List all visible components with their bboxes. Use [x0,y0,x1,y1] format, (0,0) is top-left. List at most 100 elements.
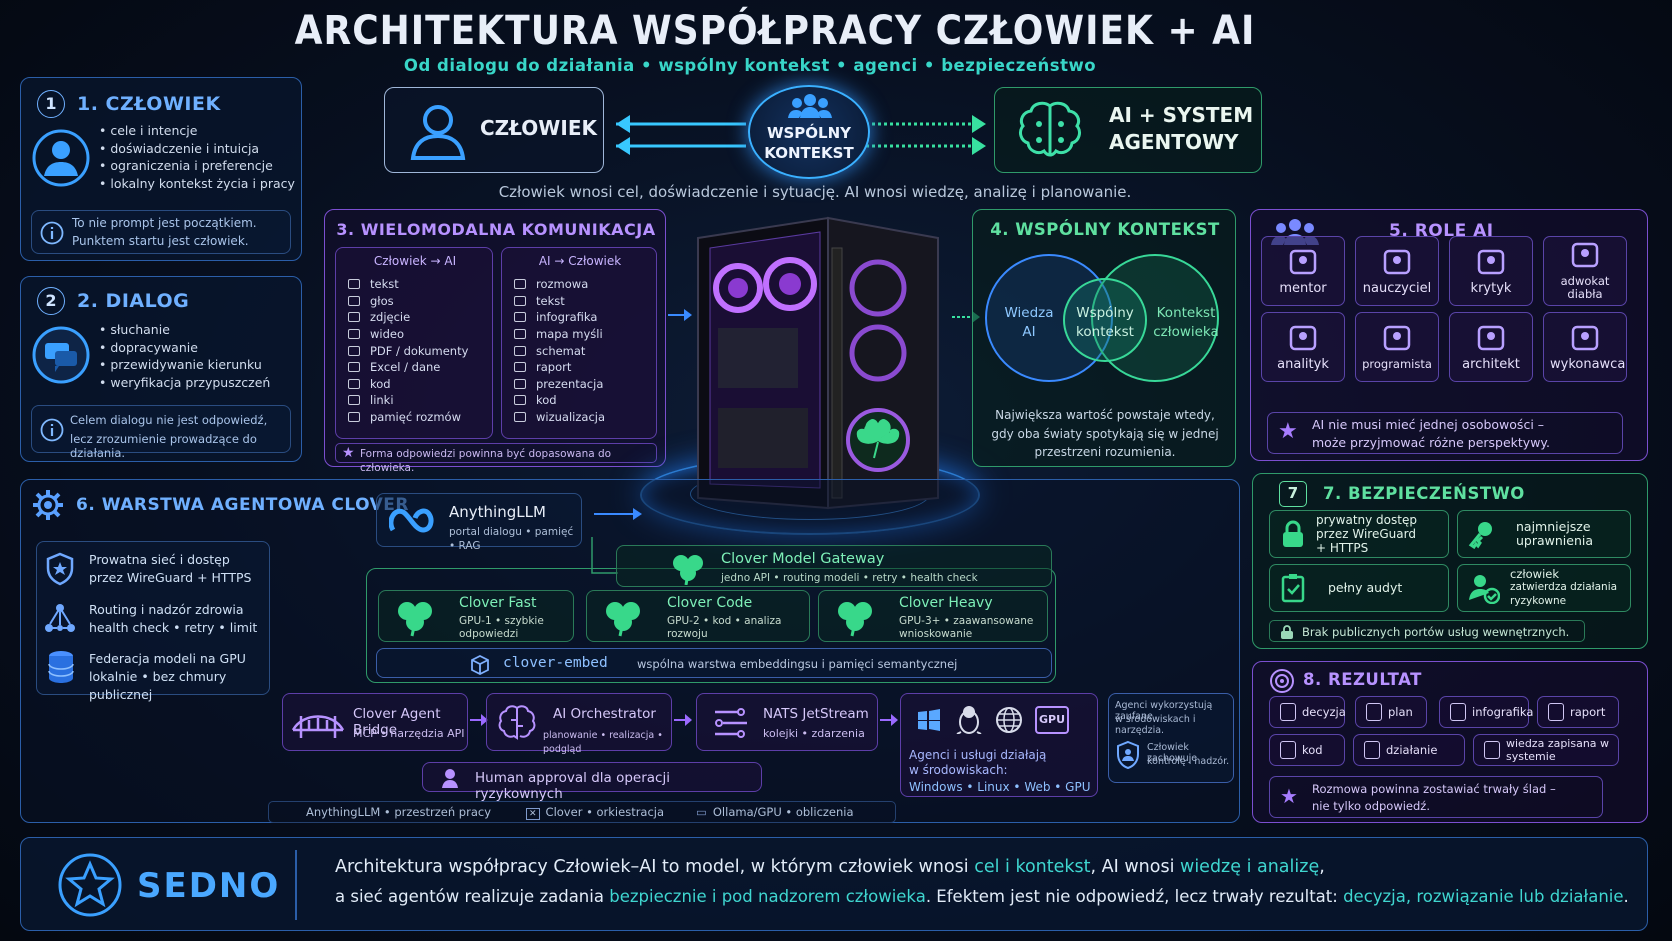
clover-icon [398,602,432,637]
result-label: raport [1570,704,1606,719]
code-icon [1280,741,1296,759]
gateway-sub: jedno API • routing modeli • retry • hea… [721,572,978,584]
target-icon [1270,669,1294,693]
summary-highlight: decyzja, rozwiązanie lub działanie [1343,887,1624,906]
key-icon [1468,522,1492,549]
anythingllm-name: AnythingLLM [449,503,546,521]
gateway-name: Clover Model Gateway [721,551,885,567]
gpu-label: GPU [1038,713,1066,726]
list-item: schemat [514,342,605,359]
bidirectional-arrows [616,115,986,155]
model-name: Clover Fast [459,595,537,611]
summary-line-1: Architektura współpracy Człowiek–AI to m… [335,857,1325,877]
role-label: adwokat diabła [1560,274,1610,301]
nats-name: NATS JetStream [763,706,869,722]
list-item-label: raport [536,360,572,375]
star-icon: ★ [1280,784,1298,808]
platform-footer [268,801,896,823]
star-icon: ★ [1278,419,1298,444]
anythingllm-logo-icon [389,508,434,533]
arrow-right-icon [668,309,692,321]
nats-box: NATS JetStream kolejki • zdarzenia [696,693,878,751]
mentor-icon [1289,249,1317,274]
list-item: rozmowa [514,276,605,293]
human-label: CZŁOWIEK [480,116,597,140]
page-subtitle: Od dialogu do działania • wspólny kontek… [403,56,1097,75]
section-multimodal: 3. WIELOMODALNA KOMUNIKACJA Człowiek → A… [324,209,666,474]
list-item: zdjęcie [348,309,468,326]
multimodal-note: ★ Forma odpowiedzi powinna być dopasowan… [335,443,657,474]
label-line: kontekst [1076,324,1134,340]
anythingllm-box: AnythingLLM portal dialogu • pamięć • RA… [376,493,582,552]
embed-box: clover-embed wspólna warstwa embeddingsu… [376,648,1052,678]
trust-line: Człowiek zachowuje [1147,742,1198,764]
role-tile: nauczyciel [1355,236,1439,306]
summary-text: . Efektem jest nie odpowiedź, lecz trwał… [925,887,1344,906]
result-label: infografika [1472,704,1534,719]
list-item: cele i intencje [99,122,295,140]
model-sub: odpowiedzi [459,628,519,640]
text-line: najmniejsze [1516,519,1591,534]
text-line: + HTTPS [1316,541,1369,555]
column-header: AI → Człowiek [538,254,622,268]
summary-text: . [1623,887,1629,906]
person-icon [442,769,458,788]
orchestrator-sub: planowanie • realizacja • podgląd [543,730,663,755]
label-line: Wiedza [1004,305,1054,321]
user-avatar-icon [32,129,90,187]
modality-icon [348,295,360,306]
note-line: nie tylko odpowiedź. [1312,799,1431,813]
role-tile: krytyk [1449,236,1533,306]
footer-item-anythingllm: AnythingLLM • przestrzeń pracy [306,805,491,819]
dialog-list: słuchanie dopracywanie przewidywanie kie… [99,321,270,391]
env-list: Windows • Linux • Web • GPU [909,780,1091,794]
list-item: doświadczenie i intuicja [99,140,295,158]
lock-icon [1283,520,1303,547]
model-sub: GPU-1 • szybkie [459,615,544,627]
book-icon [1383,249,1411,274]
result-tile: raport [1537,696,1619,728]
person-icon [410,105,466,160]
result-label: decyzja [1302,704,1346,719]
linux-icon [956,706,982,734]
human-approval-box: Human approval dla operacji ryzykownych [422,762,762,802]
list-item-label: linki [370,393,394,408]
note-line: Rozmowa powinna zostawiać trwały ślad – [1312,782,1556,796]
task-icon [1571,325,1599,350]
windows-icon [918,709,940,731]
section-human: 1 1. CZŁOWIEK cele i intencje doświadcze… [20,77,302,261]
cube-icon [471,654,489,676]
ai-system-box: AI + SYSTEM AGENTOWY [994,87,1262,173]
modality-icon [514,329,526,340]
human-note: To nie prompt jest początkiem. Punktem s… [31,210,291,254]
modality-icon [514,395,526,406]
code-icon [1383,325,1411,350]
pc-tower-image [697,216,939,510]
list-item-label: zdjęcie [370,310,411,325]
arrow-right-icon [594,508,642,520]
shield-icon [46,552,74,586]
environments-box: GPU Agenci i usługi działają w środowisk… [900,693,1098,797]
shared-label-2: KONTEKST [764,144,854,162]
summary-label: SEDNO [137,866,281,906]
model-sub: rozwoju [667,628,708,640]
chart-icon [1289,325,1317,350]
list-item: infografika [514,309,605,326]
summary-text: , AI wnosi [1090,857,1180,877]
list-item-label: prezentacja [536,376,604,391]
list-item-label: rozmowa [536,277,589,292]
result-label: kod [1302,742,1323,757]
gear-icon [33,490,63,520]
infra-line: przez WireGuard + HTTPS [89,570,252,585]
modality-icon [348,329,360,340]
list-item: lokalny kontekst życia i pracy [99,175,295,193]
role-tile: architekt [1449,312,1533,382]
label-line: AI [1022,324,1036,340]
embed-name: clover-embed [503,655,608,671]
